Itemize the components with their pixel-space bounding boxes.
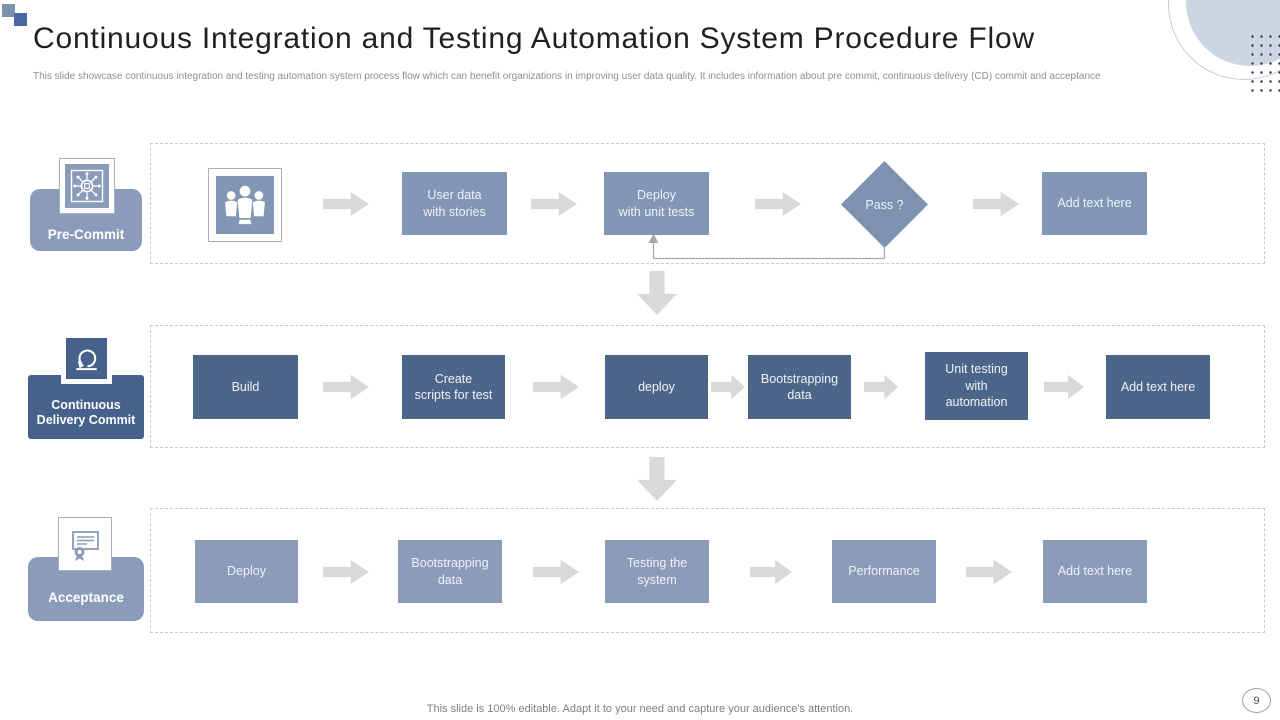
flow-box-create-scripts[interactable]: Create scripts for test: [402, 355, 505, 419]
lane-continuous-delivery[interactable]: [150, 325, 1265, 448]
flow-box-label: Create scripts for test: [414, 371, 493, 403]
flow-box-unit-testing[interactable]: Unit testing with automation: [925, 352, 1028, 420]
slide-title[interactable]: Continuous Integration and Testing Autom…: [33, 22, 1035, 55]
footer-note: This slide is 100% editable. Adapt it to…: [426, 703, 854, 715]
stage-label-text: Acceptance: [48, 590, 124, 605]
continuous-delivery-icon-tile[interactable]: [61, 333, 112, 384]
flow-box-label: Add text here: [1057, 196, 1132, 211]
flow-box-user-data[interactable]: User data with stories: [402, 172, 507, 235]
stage-label-text: Pre-Commit: [47, 227, 125, 242]
flow-box-label: Performance: [848, 564, 920, 579]
accent-square-dark: [14, 13, 27, 26]
pre-commit-icon-tile[interactable]: [59, 158, 115, 214]
stage-label-pre-commit[interactable]: Pre-Commit: [30, 189, 142, 251]
flow-box-deploy[interactable]: deploy: [605, 355, 708, 419]
agile-sprint-icon: [66, 338, 107, 379]
flow-box-label: User data with stories: [423, 188, 486, 219]
slide-subtitle[interactable]: This slide showcase continuous integrati…: [33, 71, 1101, 82]
accent-square-light: [2, 4, 15, 17]
flow-box-label: Build: [231, 379, 260, 394]
flow-box-build[interactable]: Build: [193, 355, 298, 419]
down-arrow-icon: [637, 271, 677, 315]
dot-grid-decoration: [1246, 30, 1280, 96]
page-number: 9: [1253, 694, 1260, 707]
page-number-badge: 9: [1242, 688, 1271, 713]
flow-box-label: Bootstrapping data: [411, 556, 489, 587]
flow-box-label: Unit testing with automation: [945, 362, 1008, 410]
flow-box-label: deploy: [638, 379, 675, 394]
flow-box-add-text-2[interactable]: Add text here: [1106, 355, 1210, 419]
acceptance-icon-tile[interactable]: [58, 517, 112, 571]
flow-box-label: Deploy: [227, 564, 266, 579]
flow-box-label: Add text here: [1057, 564, 1133, 579]
down-arrow-icon: [637, 457, 677, 501]
flow-box-label: Deploy with unit tests: [618, 188, 695, 219]
flow-box-add-text-1[interactable]: Add text here: [1042, 172, 1147, 235]
flow-box-bootstrapping-data[interactable]: Bootstrapping data: [748, 355, 851, 419]
flow-box-add-text-3[interactable]: Add text here: [1043, 540, 1147, 603]
team-icon: [216, 176, 274, 234]
stage-label-continuous-delivery-commit[interactable]: Continuous Delivery Commit: [28, 375, 144, 439]
flow-box-performance[interactable]: Performance: [832, 540, 936, 603]
team-icon-tile[interactable]: [208, 168, 282, 242]
lane-acceptance[interactable]: [150, 508, 1265, 633]
flow-box-bootstrapping-data-acceptance[interactable]: Bootstrapping data: [398, 540, 502, 603]
flow-box-label: Testing the system: [626, 556, 688, 587]
decision-label: Pass ?: [865, 197, 904, 212]
flow-box-testing-system[interactable]: Testing the system: [605, 540, 709, 603]
certificate-icon: [64, 523, 106, 565]
flow-box-deploy-acceptance[interactable]: Deploy: [195, 540, 298, 603]
flow-box-deploy-unit-tests[interactable]: Deploy with unit tests: [604, 172, 709, 235]
flow-box-label: Bootstrapping data: [760, 371, 839, 403]
flow-box-label: Add text here: [1120, 379, 1196, 394]
stage-label-text: Continuous Delivery Commit: [36, 397, 136, 428]
lane-pre-commit[interactable]: [150, 143, 1265, 264]
network-hub-icon: [65, 164, 109, 208]
